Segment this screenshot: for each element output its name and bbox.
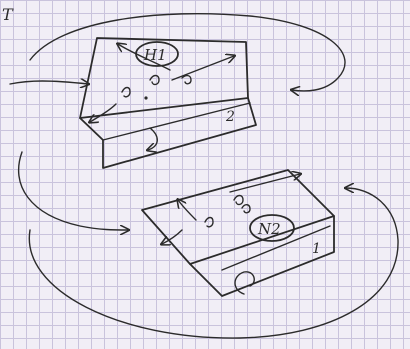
lower-panel-edge-number: 1: [312, 241, 321, 257]
corner-mark: T: [2, 5, 14, 24]
upper-arrow-down: [90, 104, 116, 122]
upper-panel-edge-number: 2: [225, 109, 235, 125]
left-swoop-arrow: [19, 152, 128, 230]
incoming-arrow: [10, 81, 88, 84]
outer-loop-arrow: [29, 188, 398, 338]
lower-squiggle-c: [242, 205, 250, 213]
upper-arrow-right: [172, 56, 234, 80]
upper-squiggle-a: [122, 88, 130, 97]
upper-curl: [148, 128, 157, 150]
lower-squiggle-b: [234, 196, 243, 205]
upper-squiggle-b: [150, 76, 159, 85]
lower-panel-face: [142, 170, 334, 264]
upper-loop-arrow: [30, 14, 345, 91]
upper-dot: [144, 96, 147, 99]
lower-curl: [235, 272, 254, 294]
lower-arrow-left: [178, 200, 196, 220]
lower-squiggle-a: [205, 218, 213, 227]
upper-panel-label: H1: [143, 46, 167, 64]
upper-squiggle-c: [182, 76, 191, 84]
lower-panel-label: N2: [257, 220, 281, 238]
